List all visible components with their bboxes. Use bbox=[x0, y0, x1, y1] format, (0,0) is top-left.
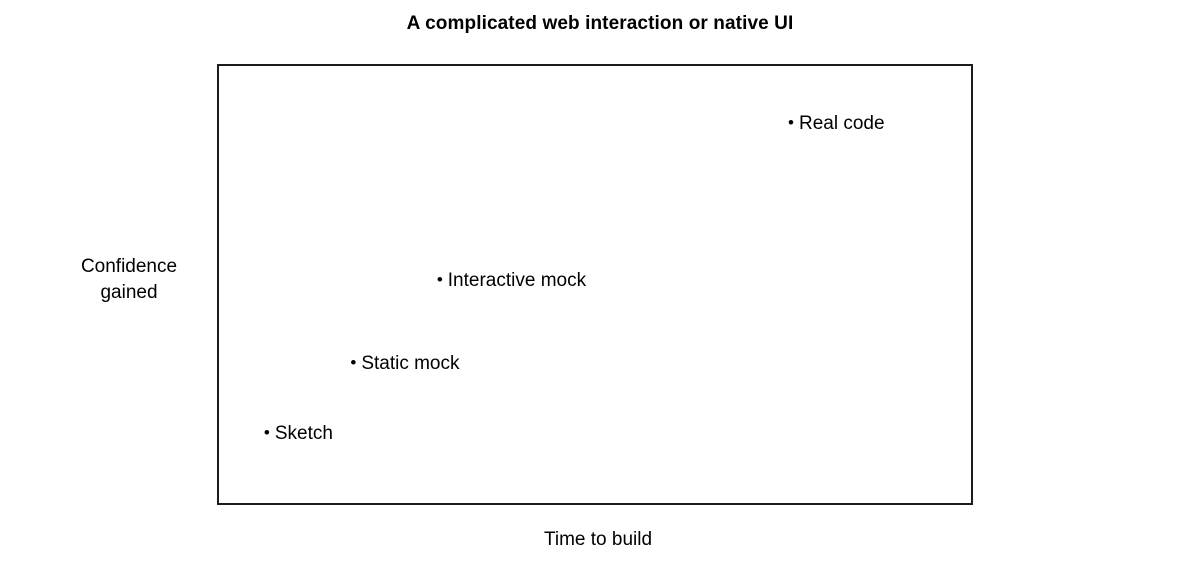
point-label: Interactive mock bbox=[447, 270, 587, 292]
chart-title: A complicated web interaction or native … bbox=[406, 13, 794, 34]
point-marker-icon: • bbox=[436, 270, 443, 290]
point-marker-icon: • bbox=[788, 112, 794, 132]
y-axis-label-line1: Confidence bbox=[80, 256, 178, 277]
y-axis-label-line2: gained bbox=[100, 282, 158, 303]
data-point-real-code: •Real code bbox=[788, 113, 885, 133]
point-label: Static mock bbox=[361, 353, 460, 375]
x-axis-label: Time to build bbox=[543, 529, 653, 550]
data-point-static-mock: •Static mock bbox=[350, 353, 459, 373]
plot-area: •Sketch•Static mock•Interactive mock•Rea… bbox=[217, 64, 973, 505]
point-marker-icon: • bbox=[263, 423, 270, 443]
data-point-interactive-mock: •Interactive mock bbox=[437, 270, 586, 290]
y-axis-label: Confidence gained bbox=[39, 254, 219, 306]
data-point-sketch: •Sketch bbox=[264, 423, 333, 443]
point-label: Real code bbox=[798, 112, 885, 134]
point-marker-icon: • bbox=[350, 353, 357, 373]
point-label: Sketch bbox=[274, 423, 333, 445]
